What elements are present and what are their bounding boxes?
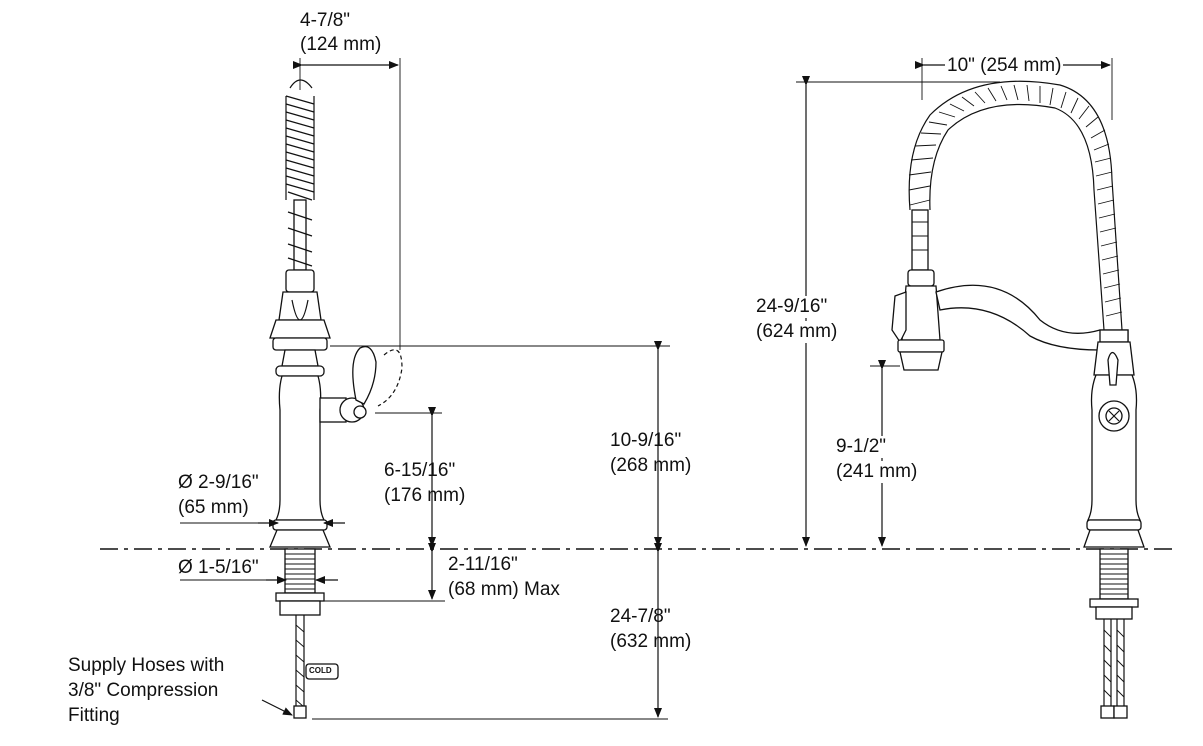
hose-length-inch: 24-7/8" bbox=[610, 606, 671, 627]
overall-height-mm: (624 mm) bbox=[756, 321, 838, 343]
shank-diameter-inch: Ø 1-5/16" bbox=[178, 557, 259, 578]
spray-clearance-mm: (241 mm) bbox=[836, 461, 918, 483]
body-diameter-inch: Ø 2-9/16" bbox=[178, 472, 259, 493]
spray-clearance-inch: 9-1/2" bbox=[836, 436, 887, 458]
deck-thickness-inch: 2-11/16" bbox=[448, 554, 518, 575]
front-faucet-body bbox=[1086, 374, 1142, 521]
side-view-faucet bbox=[269, 79, 403, 719]
front-spring-outer bbox=[908, 80, 1123, 331]
spout-height-inch: 10-9/16" bbox=[610, 430, 682, 451]
spout-reach-label: 10" (254 mm) bbox=[945, 55, 1064, 77]
deck-thickness-mm: (68 mm) Max bbox=[448, 579, 560, 600]
handle-height-mm: (176 mm) bbox=[384, 485, 466, 506]
side-spring-coil bbox=[285, 79, 315, 201]
side-spray-head bbox=[285, 269, 315, 293]
overall-height-inch: 24-9/16" bbox=[756, 296, 828, 318]
handle-height-inch: 6-15/16" bbox=[384, 460, 456, 481]
cold-tag-label: COLD bbox=[309, 666, 332, 675]
front-spout-arm bbox=[935, 284, 1129, 351]
hose-length-mm: (632 mm) bbox=[610, 631, 692, 652]
spout-height-mm: (268 mm) bbox=[610, 455, 692, 476]
side-lever-handle bbox=[352, 345, 377, 405]
supply-hoses-line-2: 3/8" Compression bbox=[68, 680, 219, 701]
front-view-faucet bbox=[891, 80, 1145, 719]
side-spray-stem bbox=[293, 199, 307, 271]
side-threaded-shank bbox=[284, 548, 316, 594]
side-view-dimensions bbox=[180, 58, 670, 720]
side-faucet-body bbox=[274, 375, 326, 521]
supply-hoses-line-3: Fitting bbox=[68, 705, 120, 726]
body-diameter-mm: (65 mm) bbox=[178, 497, 249, 518]
spray-reach-mm: (124 mm) bbox=[300, 34, 382, 55]
front-spray-head bbox=[907, 269, 935, 287]
spray-reach-inch: 4-7/8" bbox=[300, 10, 351, 31]
supply-hoses-line-1: Supply Hoses with bbox=[68, 655, 225, 676]
